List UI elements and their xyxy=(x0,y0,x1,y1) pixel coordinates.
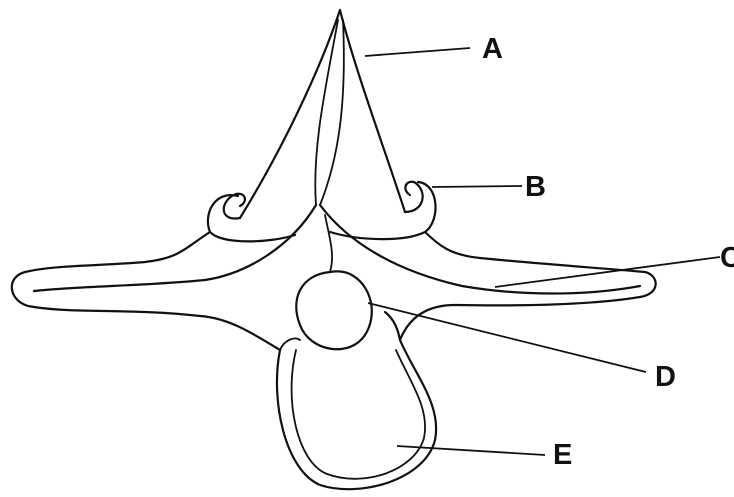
superior-articular-processes xyxy=(208,182,436,242)
vertebral-arch xyxy=(12,205,656,350)
labels: A B C D E xyxy=(482,33,734,471)
label-d: D xyxy=(655,361,676,393)
vertebral-foramen xyxy=(296,271,372,349)
label-b: B xyxy=(525,171,546,203)
leader-a xyxy=(365,48,470,56)
vertebral-body xyxy=(277,312,436,489)
leader-b xyxy=(432,186,522,187)
spinous-process xyxy=(240,10,405,218)
leader-e xyxy=(397,446,545,455)
label-a: A xyxy=(482,33,503,65)
label-leaders xyxy=(365,48,720,455)
label-e: E xyxy=(553,439,572,471)
label-c: C xyxy=(720,242,734,274)
